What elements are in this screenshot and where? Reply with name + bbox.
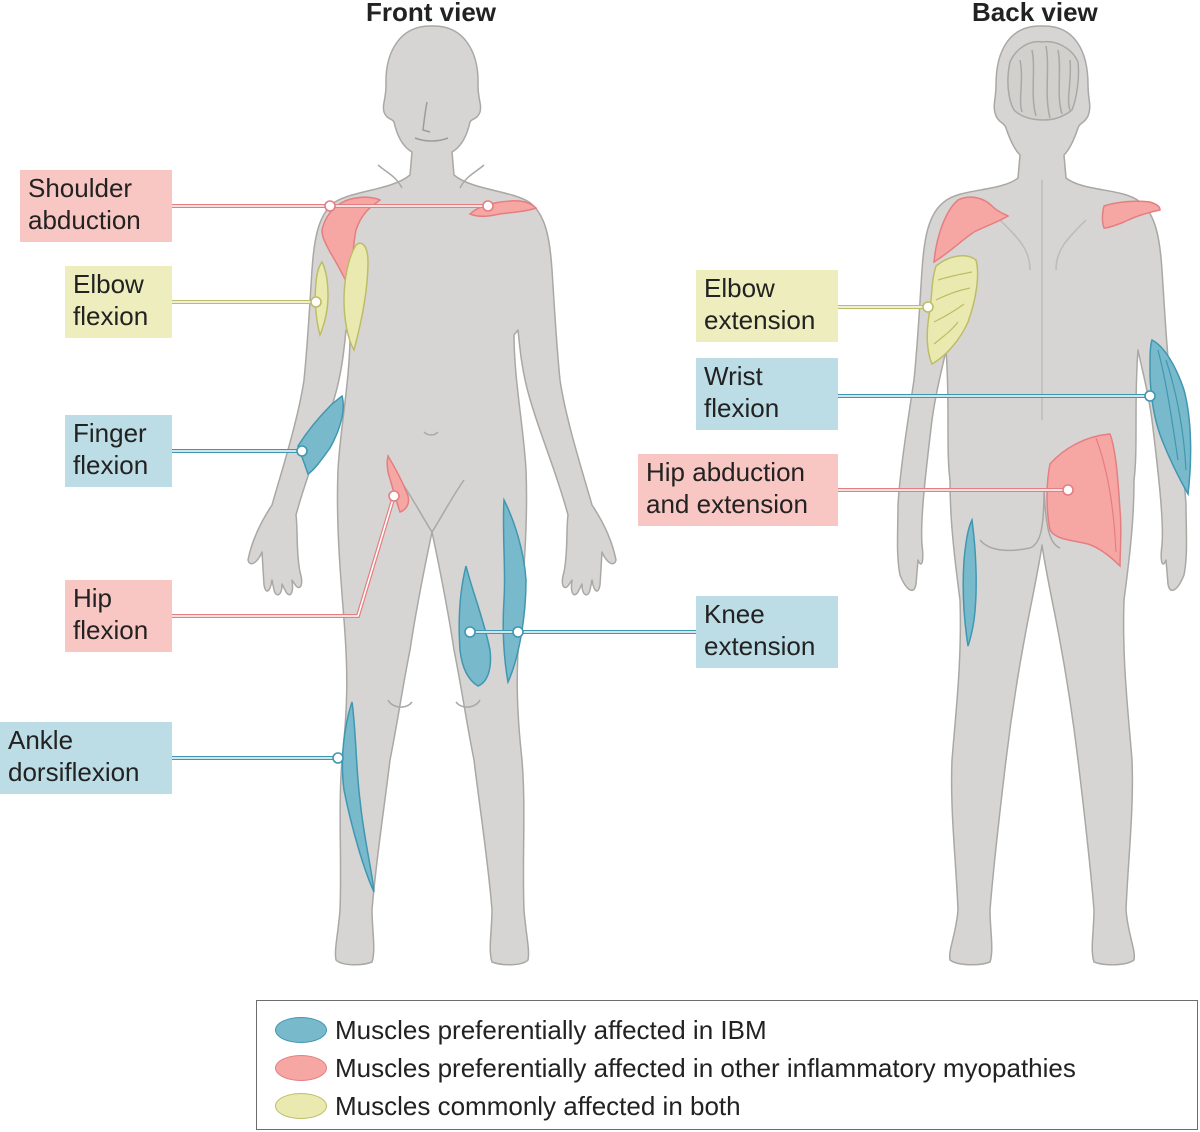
legend-swatch-pink-icon — [275, 1055, 327, 1081]
leader-dots — [296, 200, 1156, 764]
label-finger-flexion: Finger flexion — [65, 415, 172, 487]
legend-text-ibm: Muscles preferentially affected in IBM — [335, 1014, 767, 1045]
legend-swatch-blue-icon — [275, 1017, 327, 1043]
front-elbow-muscle-outer — [314, 260, 329, 338]
label-wrist-flexion: Wrist flexion — [696, 358, 838, 430]
label-ankle-dorsiflexion: Ankle dorsiflexion — [0, 722, 172, 794]
back-shoulder-muscle-right — [933, 196, 1010, 264]
back-hamstring-muscle — [962, 517, 977, 647]
front-shoulder-muscle-left — [468, 200, 538, 218]
label-elbow-flexion: Elbow flexion — [65, 266, 172, 338]
front-shoulder-muscle-right — [321, 196, 382, 291]
back-body-figure — [896, 25, 1188, 966]
front-quad-muscle-inner — [458, 565, 492, 687]
front-biceps-muscle — [343, 242, 369, 352]
legend-text-both: Muscles commonly affected in both — [335, 1090, 741, 1121]
legend-item-other: Muscles preferentially affected in other… — [275, 1049, 1076, 1087]
legend: Muscles preferentially affected in IBM M… — [256, 1000, 1198, 1130]
legend-swatch-yellow-icon — [275, 1093, 327, 1119]
back-shoulder-muscle-left — [1101, 200, 1161, 229]
legend-text-other: Muscles preferentially affected in other… — [335, 1052, 1076, 1083]
front-body-figure — [247, 25, 617, 966]
back-forearm-muscle — [1149, 338, 1192, 497]
front-view-title: Front view — [366, 0, 497, 27]
back-view-title: Back view — [972, 0, 1098, 27]
label-shoulder-abduction: Shoulder abduction — [20, 170, 172, 242]
legend-item-ibm: Muscles preferentially affected in IBM — [275, 1011, 767, 1049]
legend-item-both: Muscles commonly affected in both — [275, 1087, 741, 1125]
label-hip-abduction-extension: Hip abduction and extension — [638, 454, 838, 526]
label-hip-flexion: Hip flexion — [65, 580, 172, 652]
label-knee-extension: Knee extension — [696, 596, 838, 668]
label-elbow-extension: Elbow extension — [696, 270, 838, 342]
back-gluteal-muscle — [1046, 433, 1122, 568]
front-hip-flexor-muscle — [386, 454, 410, 513]
front-tibialis-muscle — [341, 701, 375, 893]
front-forearm-muscle — [297, 394, 344, 476]
back-muscles — [926, 196, 1192, 647]
